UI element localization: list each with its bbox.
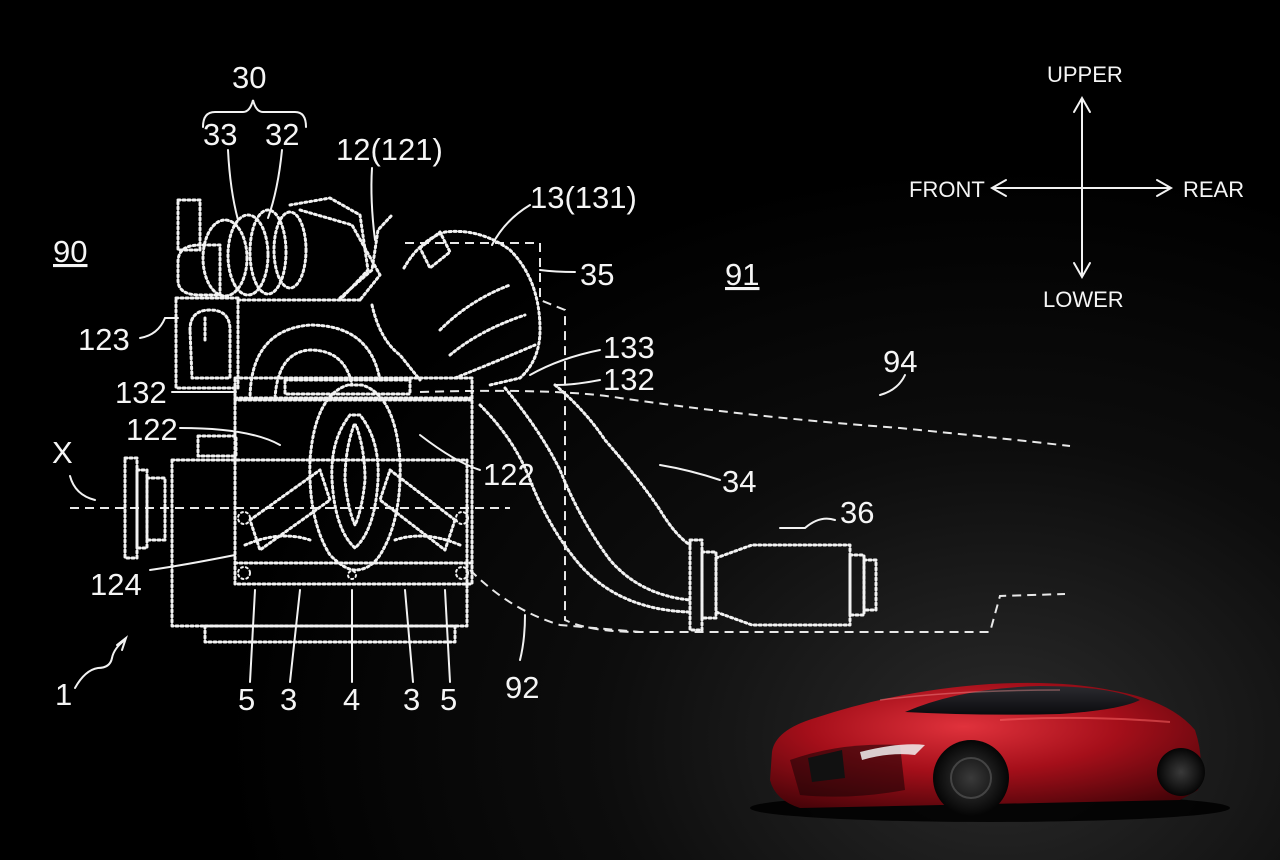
exhaust-manifold — [402, 229, 692, 614]
label-132-left: 132 — [115, 375, 167, 410]
label-36: 36 — [840, 495, 874, 530]
label-4: 4 — [343, 682, 360, 717]
label-34: 34 — [722, 464, 756, 499]
intake-manifold — [174, 208, 422, 402]
callout-labels: 30 33 32 12(121) 13(131) 90 91 35 123 13… — [52, 60, 917, 717]
dir-front: FRONT — [909, 177, 985, 202]
catalytic-converter — [688, 538, 878, 632]
label-5-right: 5 — [440, 682, 457, 717]
label-1: 1 — [55, 677, 72, 712]
label-32: 32 — [265, 117, 299, 152]
label-94: 94 — [883, 344, 917, 379]
label-35: 35 — [580, 257, 614, 292]
label-122-right: 122 — [483, 457, 535, 492]
label-133: 133 — [603, 330, 655, 365]
dir-upper: UPPER — [1047, 62, 1123, 87]
label-33: 33 — [203, 117, 237, 152]
leader-lines — [69, 99, 906, 689]
label-124: 124 — [90, 567, 142, 602]
label-12-121: 12(121) — [336, 132, 443, 167]
direction-arrows-icon: UPPER LOWER FRONT REAR — [909, 62, 1244, 312]
label-13-131: 13(131) — [530, 180, 637, 215]
label-132-right: 132 — [603, 362, 655, 397]
label-3-right: 3 — [403, 682, 420, 717]
label-30: 30 — [232, 60, 266, 95]
sports-car-photo — [750, 682, 1230, 822]
label-90: 90 — [53, 234, 87, 269]
label-92: 92 — [505, 670, 539, 705]
label-123: 123 — [78, 322, 130, 357]
label-3-left: 3 — [280, 682, 297, 717]
dir-lower: LOWER — [1043, 287, 1124, 312]
turbocharger — [176, 196, 370, 302]
label-122-left: 122 — [126, 412, 178, 447]
label-5-left: 5 — [238, 682, 255, 717]
label-x: X — [52, 435, 73, 470]
dir-rear: REAR — [1183, 177, 1244, 202]
rotors — [243, 383, 462, 572]
label-91: 91 — [725, 257, 759, 292]
vehicle-outline — [70, 242, 1071, 633]
